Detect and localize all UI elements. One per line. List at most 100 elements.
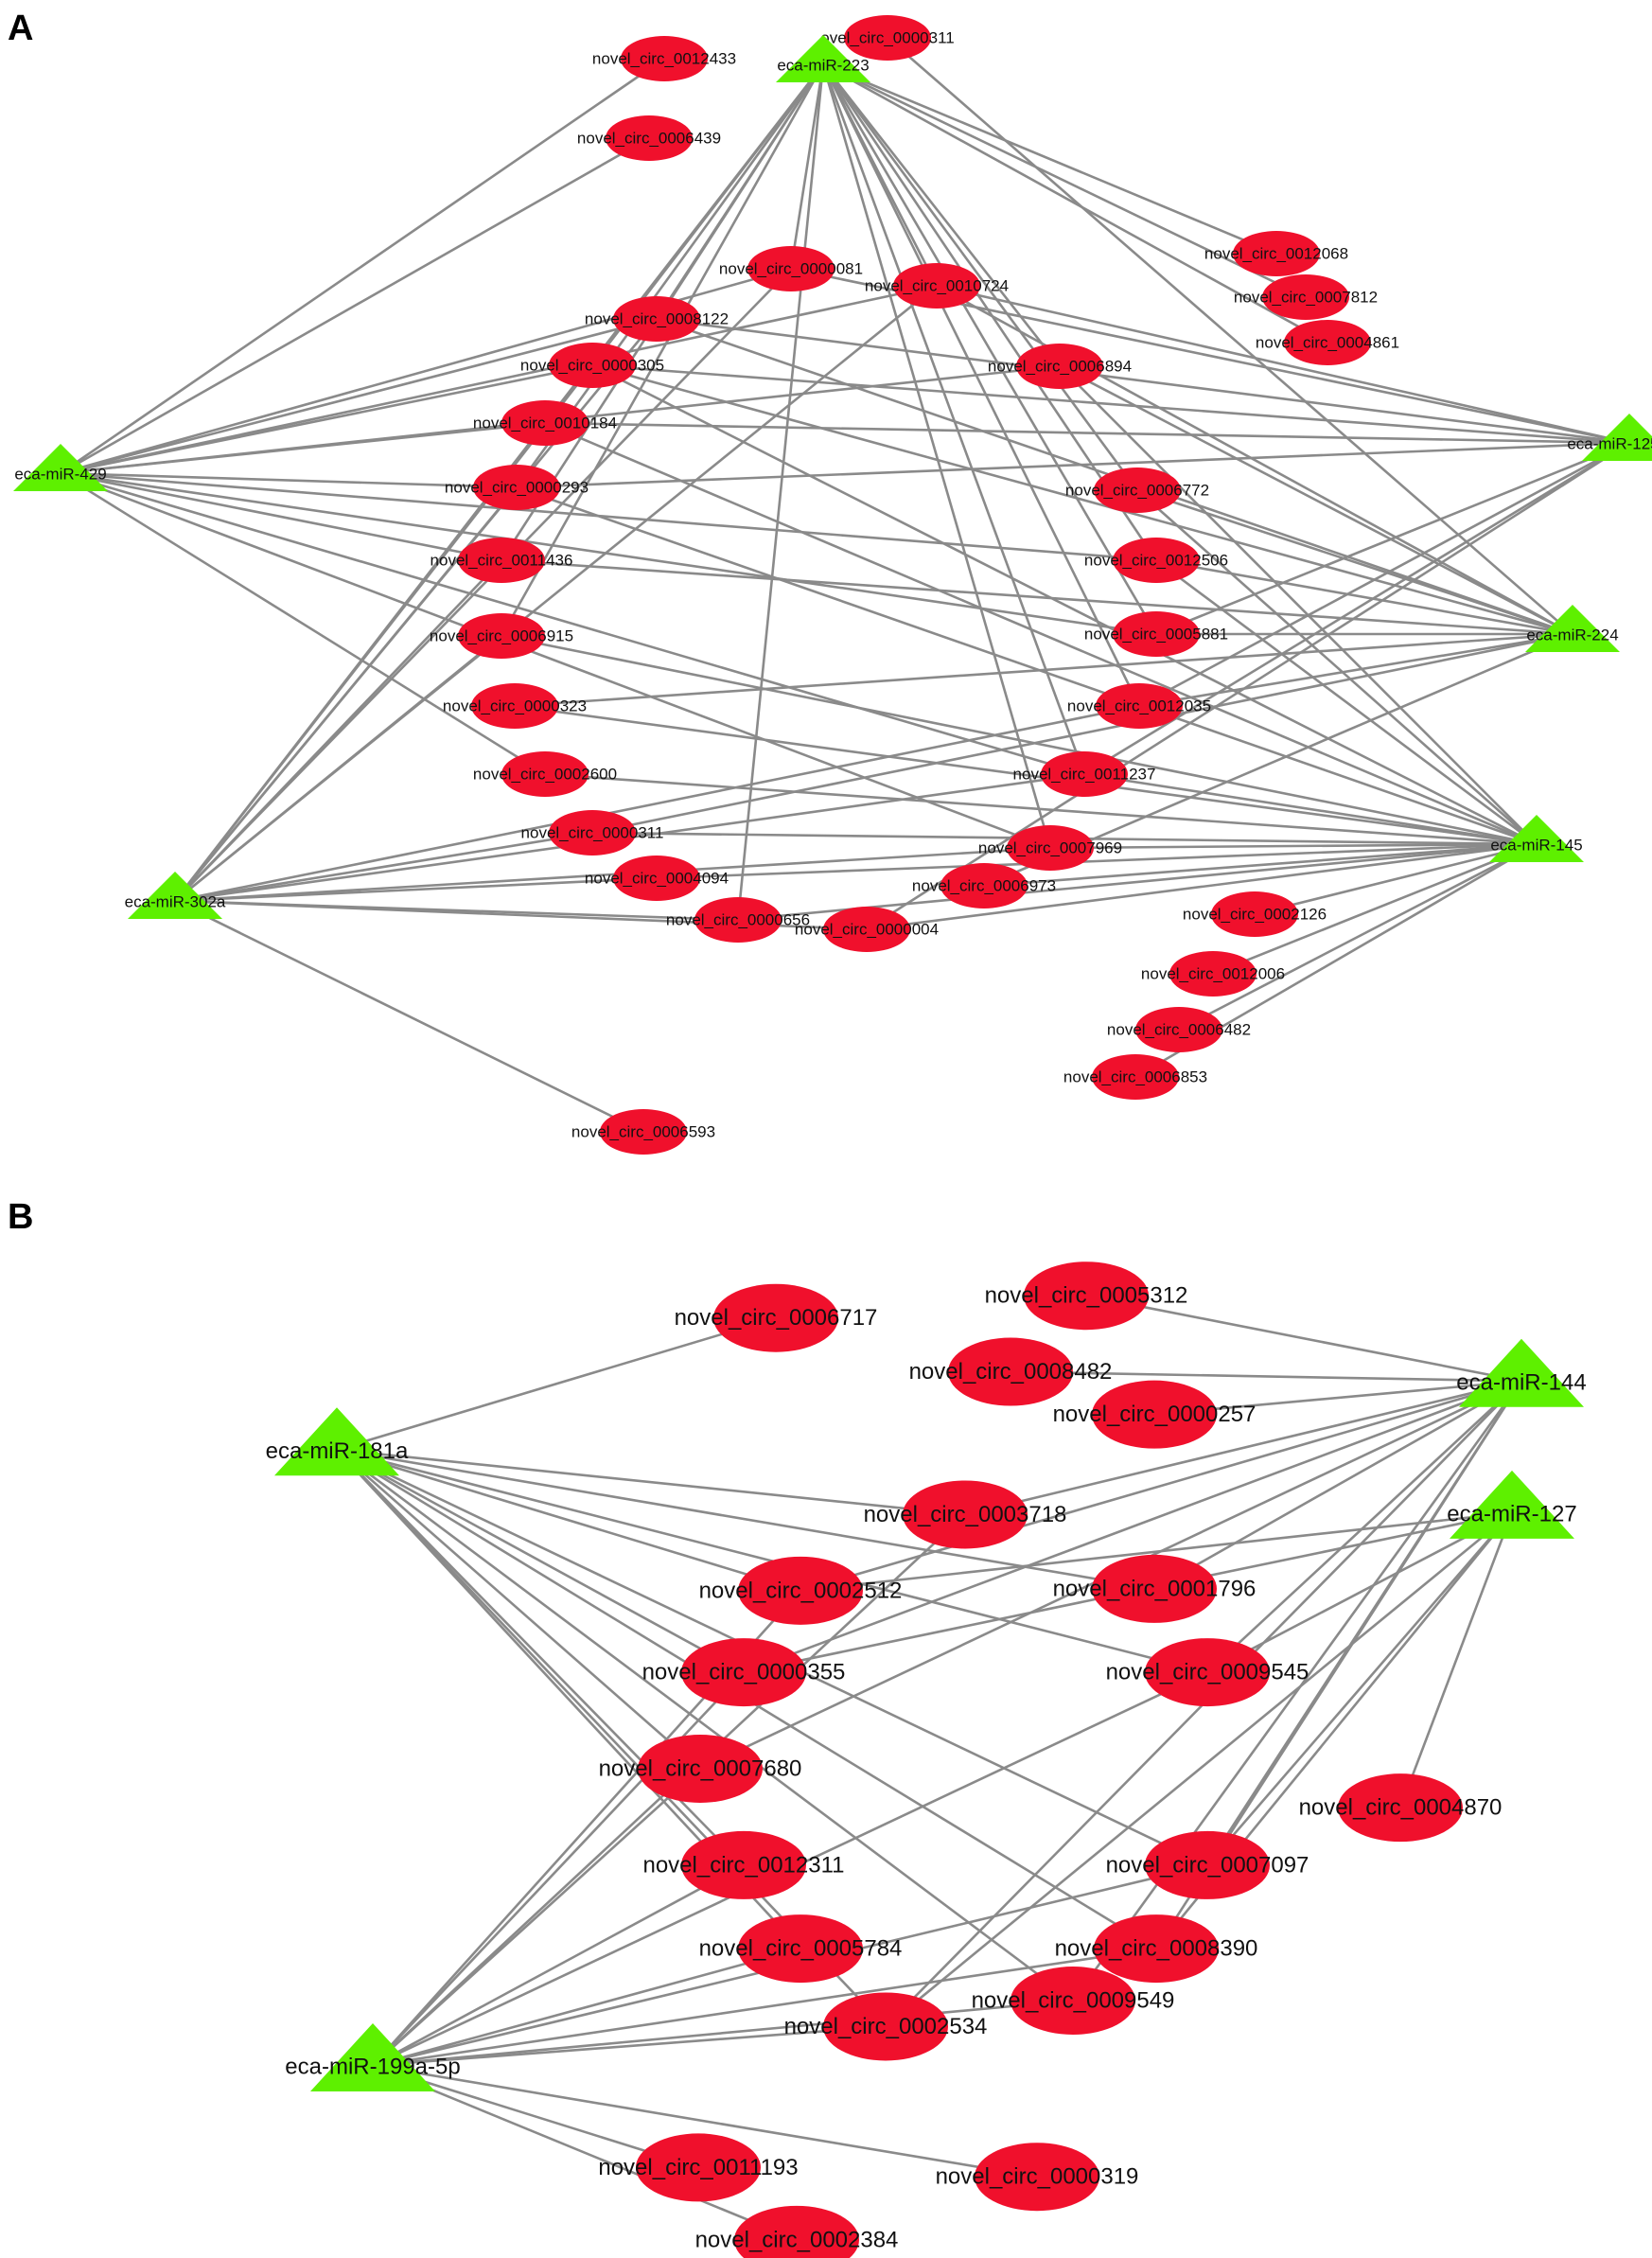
- mirna-label: eca-miR-145: [1490, 837, 1582, 855]
- circrna-node[interactable]: novel_circ_0003718: [864, 1480, 1067, 1549]
- edge-m125-c0293: [516, 441, 1630, 489]
- circrna-node[interactable]: novel_circ_0007969: [978, 825, 1122, 871]
- circrna-node[interactable]: novel_circ_0004870: [1299, 1773, 1503, 1843]
- edge-m223-c6915: [500, 63, 825, 637]
- circrna-node[interactable]: novel_circ_0008482: [909, 1337, 1113, 1406]
- circrna-label: novel_circ_0009545: [1106, 1660, 1309, 1685]
- circrna-node[interactable]: novel_circ_0006894: [988, 344, 1132, 389]
- circrna-ellipse: [471, 683, 558, 729]
- circrna-node[interactable]: novel_circ_0011237: [1013, 751, 1156, 797]
- circrna-node[interactable]: novel_circ_0012035: [1067, 683, 1211, 729]
- circrna-node[interactable]: novel_circ_0006482: [1107, 1007, 1251, 1052]
- circrna-label: novel_circ_0012035: [1067, 697, 1211, 715]
- circrna-ellipse: [940, 863, 1028, 908]
- circrna-node[interactable]: novel_circ_0008390: [1055, 1914, 1258, 1984]
- mirna-node[interactable]: eca-miR-224: [1525, 605, 1620, 652]
- circrna-node[interactable]: novel_circ_0000257: [1053, 1380, 1257, 1449]
- circrna-ellipse: [1016, 344, 1103, 389]
- circrna-node[interactable]: novel_circ_0006439: [577, 115, 721, 161]
- circrna-node[interactable]: novel_circ_0008122: [585, 296, 729, 342]
- mirna-node[interactable]: eca-miR-223: [776, 35, 870, 82]
- edge-m125-c5881: [1155, 441, 1630, 636]
- mirna-node[interactable]: eca-miR-144: [1456, 1338, 1587, 1407]
- circrna-node[interactable]: novel_circ_0000355: [642, 1638, 846, 1707]
- circrna-ellipse: [1145, 1638, 1270, 1707]
- circrna-node[interactable]: novel_circ_0012506: [1084, 538, 1228, 583]
- circrna-node[interactable]: novel_circ_0012433: [592, 36, 736, 81]
- circrna-node[interactable]: novel_circ_0007680: [599, 1735, 802, 1803]
- circrna-node[interactable]: novel_circ_0009549: [972, 1967, 1175, 2035]
- circrna-node[interactable]: novel_circ_0000293: [445, 465, 589, 510]
- circrna-node[interactable]: novel_circ_0006593: [571, 1109, 715, 1155]
- circrna-node[interactable]: novel_circ_0002534: [784, 1992, 988, 2061]
- circrna-label: novel_circ_0005784: [699, 1936, 903, 1962]
- circrna-node[interactable]: novel_circ_0006717: [675, 1283, 878, 1352]
- edge-m223-c7969: [821, 63, 1052, 849]
- circrna-node[interactable]: novel_circ_0010184: [473, 400, 617, 446]
- circrna-node[interactable]: novel_circ_0011193: [598, 2133, 799, 2202]
- circrna-node[interactable]: novel_circ_0012311: [642, 1830, 845, 1899]
- mirna-node[interactable]: eca-miR-429: [13, 444, 108, 491]
- panel-b-nodes: novel_circ_0005312 novel_circ_0006717nove…: [266, 1261, 1587, 2258]
- mirna-node[interactable]: eca-miR-199a-5p: [285, 2022, 461, 2091]
- circrna-node[interactable]: novel_circ_0000004: [795, 907, 939, 952]
- edge-m223-c7812: [822, 62, 1307, 299]
- circrna-node[interactable]: novel_circ_0011436: [431, 538, 573, 583]
- circrna-ellipse: [1092, 1054, 1179, 1100]
- circrna-node[interactable]: novel_circ_0001796: [1053, 1554, 1257, 1623]
- circrna-label: novel_circ_0008390: [1055, 1936, 1258, 1962]
- circrna-ellipse: [621, 36, 708, 81]
- circrna-ellipse: [738, 1556, 863, 1625]
- circrna-node[interactable]: novel_circ_0000319: [936, 2143, 1139, 2212]
- circrna-node[interactable]: novel_circ_0012068: [1204, 231, 1348, 276]
- circrna-node[interactable]: novel_circ_0007097: [1106, 1830, 1309, 1899]
- mirna-node[interactable]: eca-miR-125a-5p: [1567, 414, 1652, 461]
- circrna-node[interactable]: novel_circ_0002512: [699, 1556, 903, 1625]
- mirna-node[interactable]: eca-miR-145: [1489, 815, 1584, 862]
- panel-b: B novel_circ_0005312novel_circ_0006717no…: [8, 1197, 1587, 2258]
- edge-m181-b7680: [336, 1448, 701, 1770]
- circrna-ellipse: [681, 1638, 806, 1707]
- circrna-ellipse: [1096, 683, 1183, 729]
- circrna-node[interactable]: novel_circ_0005312: [985, 1261, 1188, 1331]
- mirna-node[interactable]: eca-miR-302a: [125, 872, 226, 919]
- circrna-node[interactable]: novel_circ_0004861: [1256, 320, 1399, 365]
- circrna-node[interactable]: novel_circ_0002126: [1183, 891, 1327, 937]
- edge-m181-b2512: [336, 1448, 801, 1593]
- circrna-label: novel_circ_0000323: [443, 697, 587, 715]
- edge-m223-c0081: [789, 63, 825, 270]
- mirna-triangle: [1582, 414, 1652, 461]
- circrna-node[interactable]: novel_circ_0000311: [521, 810, 664, 856]
- edge-m223-c12506: [821, 63, 1158, 561]
- edge-m199-b2534: [372, 2025, 887, 2067]
- circrna-node[interactable]: novel_circ_0000323: [443, 683, 587, 729]
- mirna-node[interactable]: eca-miR-127: [1447, 1470, 1577, 1539]
- circrna-node[interactable]: novel_circ_0000305: [520, 343, 664, 388]
- circrna-node[interactable]: novel_circ_0002384: [695, 2205, 899, 2258]
- circrna-ellipse: [606, 115, 693, 161]
- circrna-ellipse: [1233, 231, 1320, 276]
- circrna-node[interactable]: novel_circ_0006915: [430, 613, 573, 659]
- circrna-node[interactable]: novel_circ_0006853: [1063, 1054, 1207, 1100]
- edge-m429-c12506: [60, 471, 1157, 562]
- circrna-label: novel_circ_0012006: [1141, 965, 1285, 983]
- circrna-ellipse: [1041, 751, 1128, 797]
- circrna-node[interactable]: novel_circ_0004094: [585, 856, 729, 901]
- circrna-node[interactable]: novel_circ_0007812: [1234, 274, 1378, 320]
- circrna-node[interactable]: novel_circ_0005784: [699, 1914, 903, 1984]
- circrna-node[interactable]: novel_circ_0010724: [865, 263, 1009, 309]
- circrna-node[interactable]: novel_circ_0002600: [473, 751, 617, 797]
- circrna-node[interactable]: ovel_circ_0000311: [820, 15, 955, 61]
- edge-m429-c7969: [60, 471, 1051, 850]
- mirna-node[interactable]: eca-miR-181a: [266, 1407, 409, 1476]
- edge-m223-c5881: [821, 63, 1158, 635]
- circrna-node[interactable]: novel_circ_0000656: [666, 897, 810, 943]
- circrna-node[interactable]: novel_circ_0012006: [1141, 951, 1285, 997]
- circrna-node[interactable]: novel_circ_0000081: [719, 246, 863, 291]
- edge-m125-c10724: [936, 284, 1630, 445]
- circrna-node[interactable]: novel_circ_0009545: [1106, 1638, 1309, 1707]
- edge-m145-c11237: [1083, 772, 1538, 846]
- circrna-node[interactable]: novel_circ_0005881: [1084, 611, 1228, 657]
- circrna-node[interactable]: novel_circ_0006973: [912, 863, 1056, 908]
- circrna-node[interactable]: novel_circ_0006772: [1065, 467, 1209, 513]
